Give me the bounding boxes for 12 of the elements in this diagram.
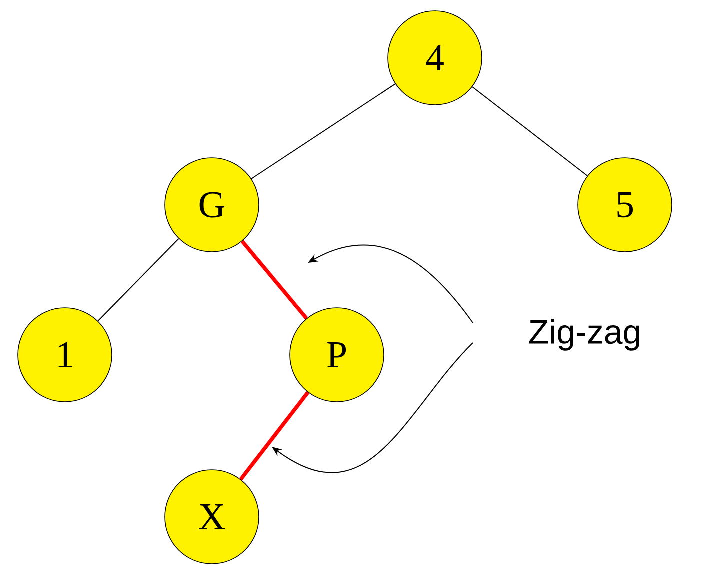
tree-edge	[98, 238, 180, 322]
tree-node: X	[164, 470, 260, 564]
tree-node: P	[290, 308, 384, 402]
callout-text: Zig-zag	[529, 319, 640, 351]
tree-edge	[251, 84, 396, 180]
tree-node: 5	[578, 158, 672, 252]
tree-edge	[472, 86, 588, 176]
tree-edge	[239, 391, 310, 481]
tree-edge	[240, 240, 308, 320]
tree-node: 1	[18, 308, 112, 402]
tree-node: 4	[388, 10, 482, 106]
tree-node: G	[164, 158, 260, 252]
